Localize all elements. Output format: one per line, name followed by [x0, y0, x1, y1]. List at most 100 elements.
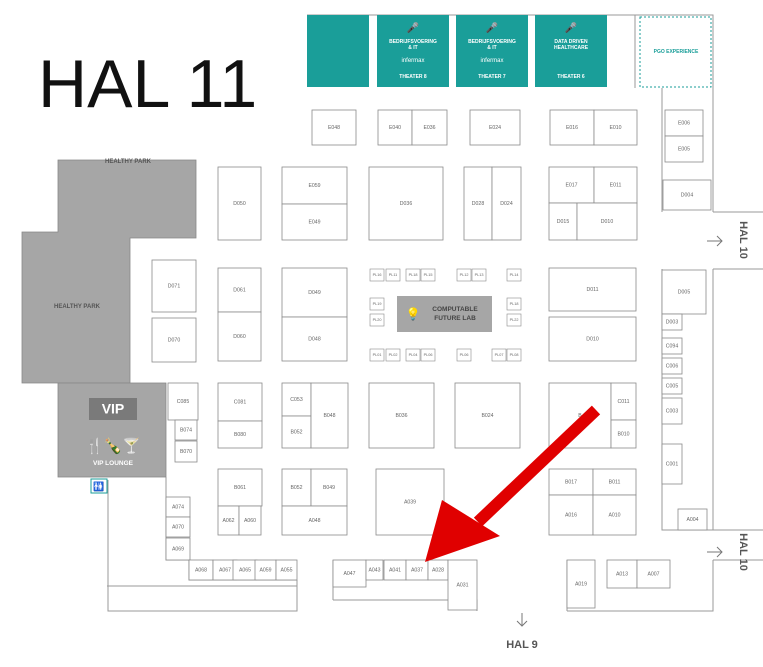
booth-label: E016 [566, 125, 578, 131]
svg-text:🚻: 🚻 [93, 480, 104, 491]
booth-label: B [578, 413, 582, 419]
healthy-park-label-main: HEALTHY PARK [54, 304, 101, 310]
booth-label: E011 [610, 182, 622, 188]
booth-label: D048 [308, 336, 321, 342]
booth-label: E048 [328, 125, 340, 131]
booth-label: D010 [586, 336, 599, 342]
pavilion-stand: PL04 [405, 348, 421, 362]
booth-label: A037 [411, 567, 423, 573]
vip-badge [89, 398, 137, 420]
booth: A016 [548, 494, 594, 536]
booth-label: D036 [400, 201, 413, 207]
vip-badge-text: VIP [102, 401, 125, 417]
pavilion-stand: PL11 [385, 268, 401, 282]
booth-label: A060 [244, 518, 256, 524]
booth: D010 [576, 202, 638, 241]
booth: B010 [610, 419, 637, 449]
booth: A060 [238, 505, 262, 536]
booth: D060 [217, 311, 262, 362]
booth: C001 [661, 443, 683, 485]
booth-label: A055 [280, 567, 292, 573]
pavilion-stand: PL06 [420, 348, 436, 362]
booth: D015 [548, 202, 578, 241]
theatre-title-line: BEDRIJFSVOERING [389, 39, 437, 45]
future-lab-line2: FUTURE LAB [434, 315, 476, 322]
booth-label: D070 [168, 337, 181, 343]
booth: A028 [427, 559, 449, 581]
booth: A074 [165, 496, 191, 518]
pavilion-stand: PL15 [420, 268, 436, 282]
booth-label: E005 [678, 146, 690, 152]
booth: A037 [405, 559, 429, 581]
booth-label: C003 [666, 408, 679, 414]
booth: E005 [664, 135, 704, 163]
booth-label: C085 [177, 399, 190, 405]
dining-icon: 🍴🍾🍸 [85, 436, 141, 455]
booth: A069 [165, 537, 191, 561]
booth-label: D011 [586, 287, 598, 293]
booth: C006 [661, 357, 683, 375]
pavilion-stand: PL19 [369, 297, 385, 311]
booth: B052 [281, 415, 312, 449]
booth-label: A048 [308, 518, 320, 524]
booth: B036 [368, 382, 435, 449]
booth-label: C001 [666, 461, 679, 467]
booth-label: A004 [686, 517, 698, 523]
booth: B052 [281, 468, 312, 507]
theatre-block [307, 15, 607, 87]
booth: E040 [377, 109, 413, 146]
pavilion-label: PL04 [409, 353, 418, 357]
pavilion-label: PL22 [510, 318, 519, 322]
booth-label: D050 [233, 201, 246, 207]
booth-label: B049 [323, 485, 335, 491]
pavilion-stand: PL06 [456, 348, 472, 362]
lightbulb-icon: 💡 [406, 307, 421, 321]
theatre-name: THEATER 8 [399, 74, 427, 80]
exit-hal10-bottom: HAL 10 [707, 533, 749, 571]
pavilion-stand: PL12 [456, 268, 472, 282]
booth-label: E010 [609, 125, 621, 131]
pavilion-stand: PL07 [491, 348, 507, 362]
booth: B011 [592, 468, 637, 496]
booth: A041 [383, 559, 407, 581]
booth: D061 [217, 267, 262, 313]
booth-label: E059 [308, 183, 320, 189]
booth: D071 [151, 259, 197, 313]
pavilion-label: PL11 [389, 273, 398, 277]
booth-label: E006 [678, 120, 690, 126]
booth: B061 [217, 468, 263, 507]
booth-label: B061 [234, 485, 246, 491]
theatre-title-line: DATA DRIVEN [554, 39, 588, 45]
booth-label: A010 [608, 512, 620, 518]
booth-label: A019 [575, 581, 587, 587]
svg-text:HAL 10: HAL 10 [737, 221, 749, 259]
pavilion-stand: PL20 [369, 313, 385, 327]
booth-label: D004 [681, 192, 694, 198]
pavilion-label: PL01 [373, 353, 382, 357]
pavilion-label: PL08 [510, 353, 519, 357]
booth-label: B052 [290, 485, 302, 491]
booth-label: A074 [172, 504, 184, 510]
svg-text:HAL 9: HAL 9 [506, 639, 538, 651]
red-pointer-arrow [425, 405, 601, 562]
booth: E006 [664, 109, 704, 137]
booth-label: B017 [565, 479, 577, 485]
microphone-icon: 🎤 [407, 21, 420, 34]
booth: B024 [454, 382, 521, 449]
booth: A070 [165, 516, 191, 538]
booth: A031 [447, 559, 478, 611]
booth: A048 [281, 505, 348, 536]
booth-label: C005 [666, 383, 679, 389]
hall-title: HAL 11 [38, 46, 258, 122]
booth-label: D003 [666, 319, 679, 325]
booth-label: A007 [647, 571, 659, 577]
pgo-experience-area [639, 16, 712, 88]
future-lab-line1: COMPUTABLE [432, 306, 478, 313]
booth: A065 [232, 559, 258, 581]
pavilion-stand: PL02 [385, 348, 401, 362]
booth: A004 [677, 508, 708, 531]
booth: C005 [661, 377, 683, 395]
booth-label: A070 [172, 524, 184, 530]
